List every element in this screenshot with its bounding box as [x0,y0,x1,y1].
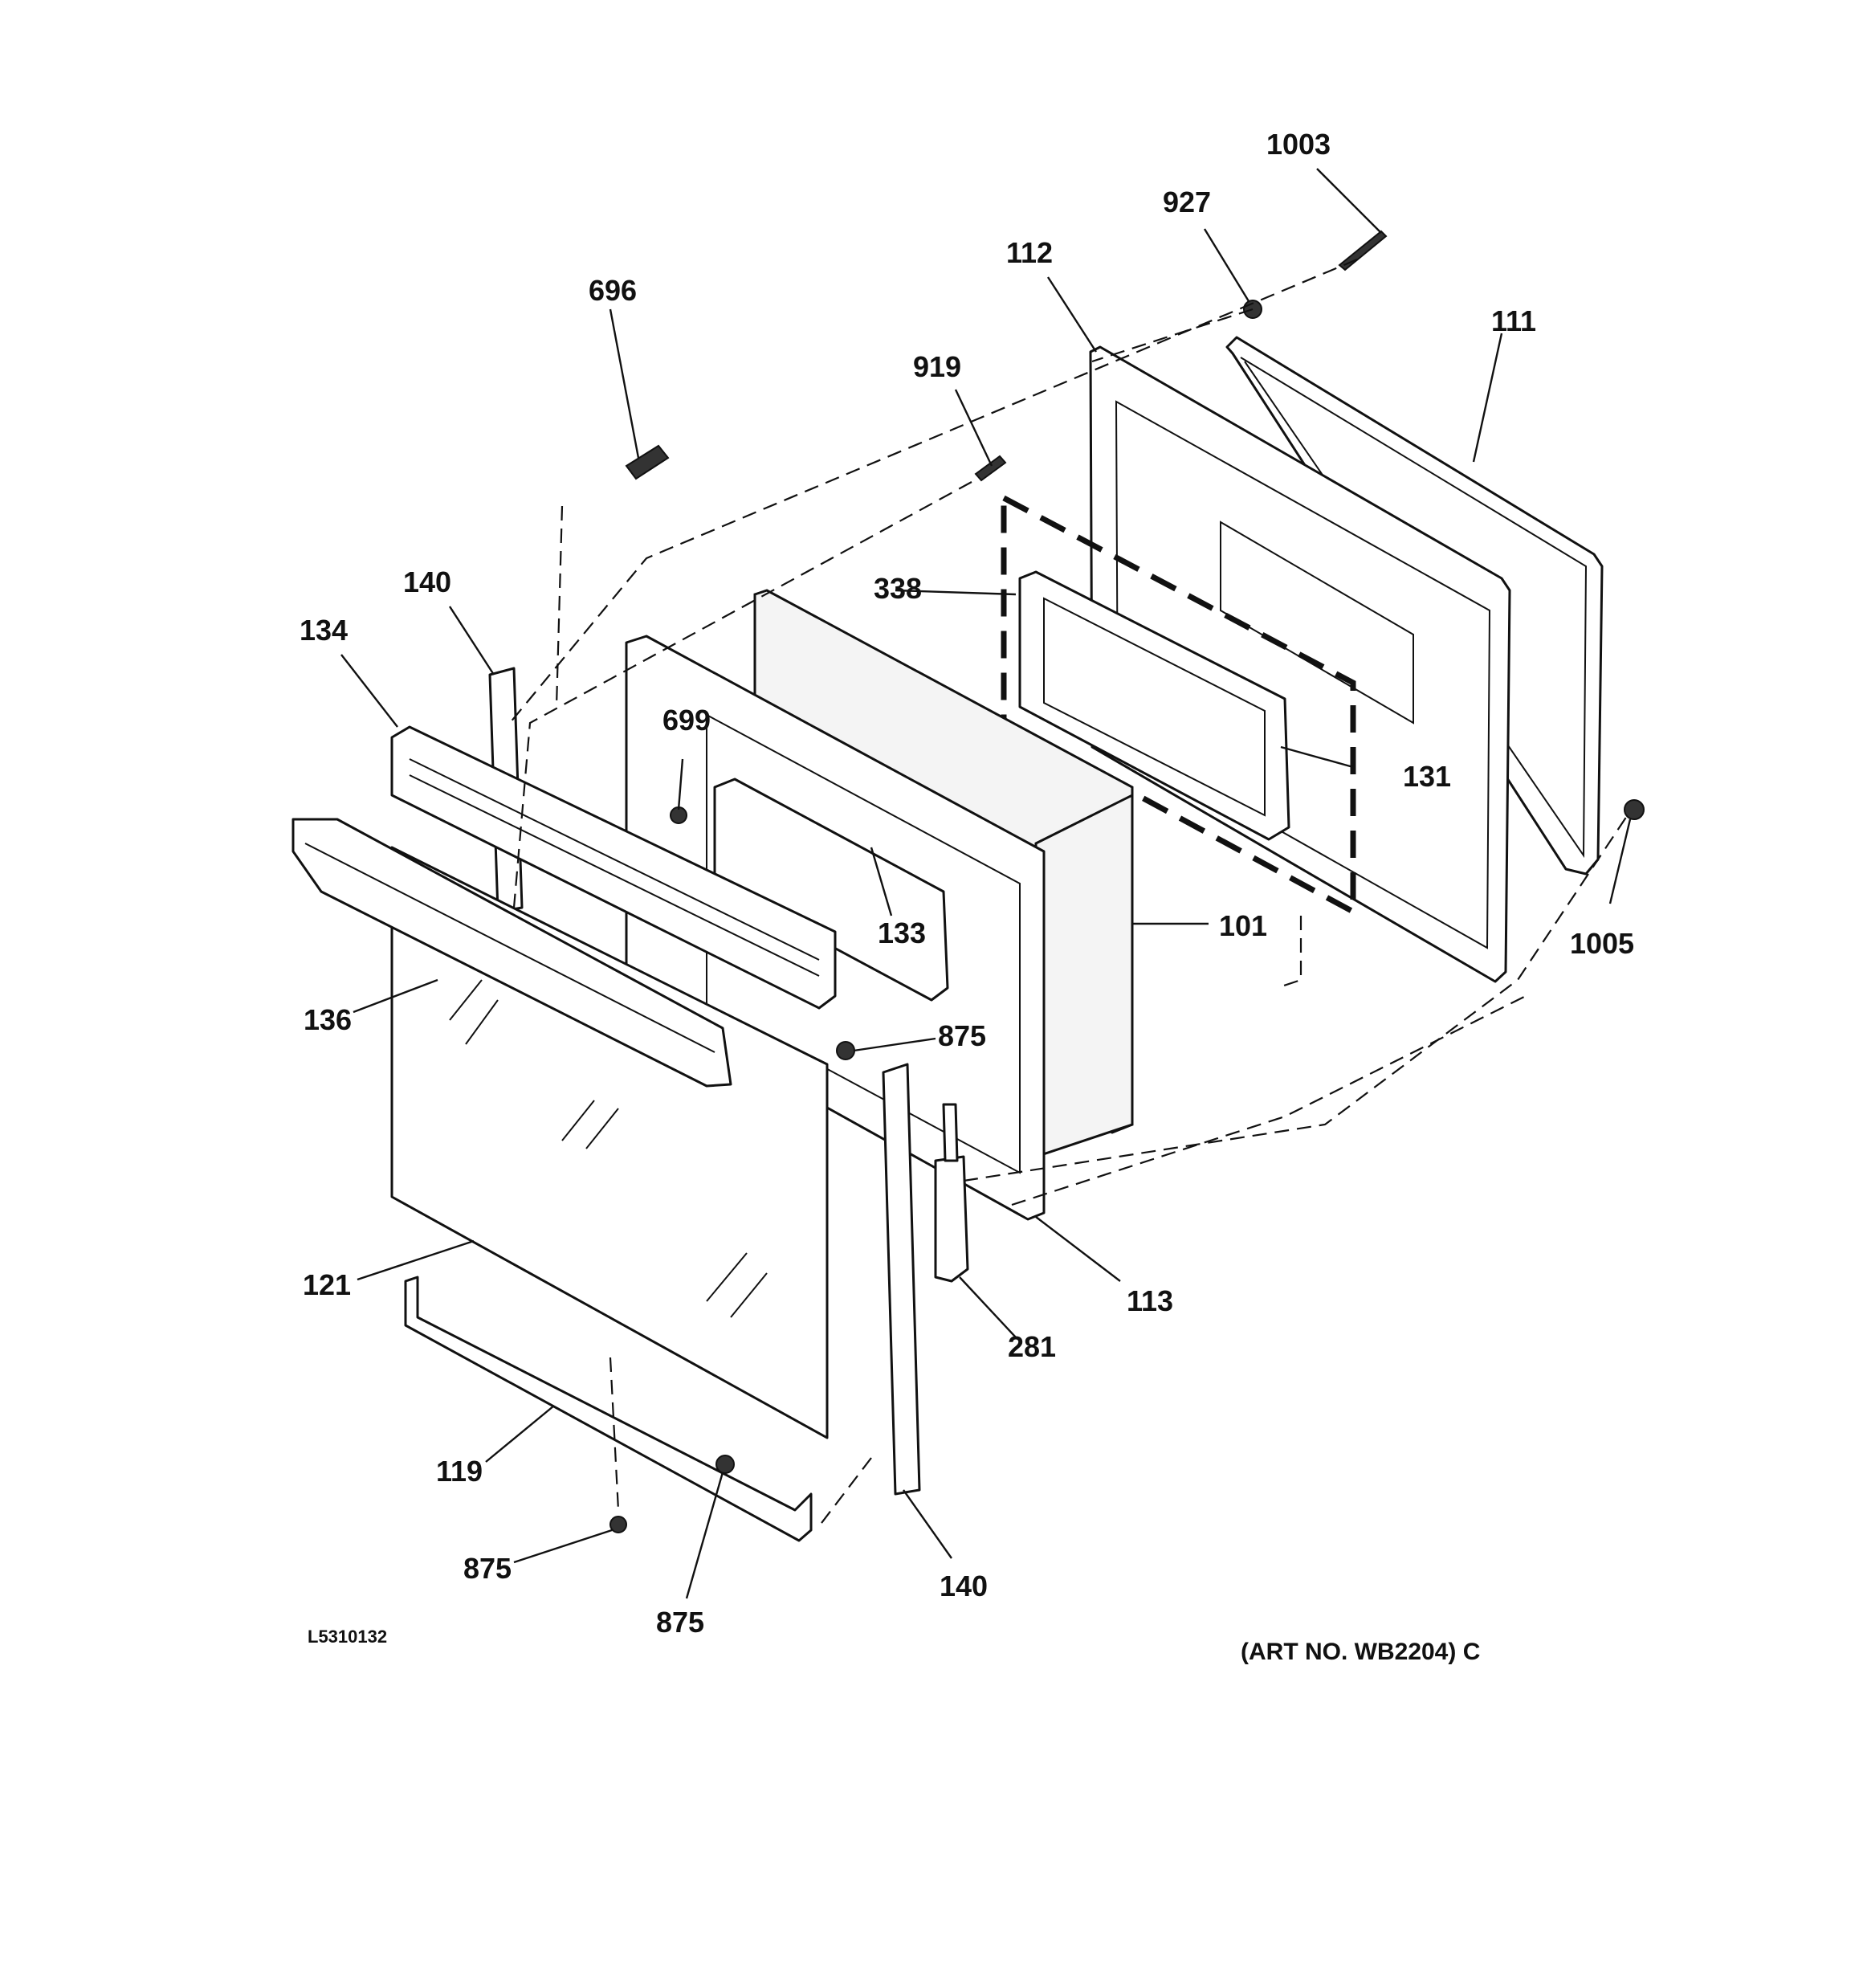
assembly-lines [509,258,1631,1527]
callout-113: 113 [1126,1284,1174,1317]
part-338-outline [1001,493,1356,916]
callout-696: 696 [588,274,638,307]
part-134-top-vent-trim [390,725,837,1010]
screw-875-right [836,1041,855,1060]
callout-121: 121 [302,1268,352,1301]
callout-140-bottom: 140 [939,1570,989,1602]
callout-101: 101 [1218,909,1268,942]
part-281-hinge [934,1103,969,1283]
callout-134: 134 [299,614,349,647]
callout-927: 927 [1162,186,1212,218]
callout-281: 281 [1007,1330,1057,1363]
part-119-bottom-trim [404,1276,813,1542]
callout-875-right: 875 [937,1019,987,1052]
part-136-door-handle [291,818,732,1088]
callout-1003: 1003 [1266,128,1331,161]
screw-919 [974,455,1007,482]
callout-875-bottom-left: 875 [463,1552,512,1585]
screw-875-bottom [715,1455,735,1474]
hardware-fasteners [609,230,1645,1533]
callout-136: 136 [303,1003,353,1036]
art-number: (ART NO. WB2204) C [1241,1639,1481,1665]
callout-119: 119 [435,1455,483,1488]
callout-133: 133 [877,916,927,949]
part-121-outer-glass [390,846,829,1439]
callout-338: 338 [873,572,923,605]
callout-1005: 1005 [1569,927,1635,960]
part-112-inner-door-liner [1089,345,1511,983]
callout-leaders [340,168,1632,1599]
screw-1003 [1338,230,1388,271]
callout-699: 699 [662,704,711,737]
callout-140-top: 140 [402,565,452,598]
callout-112: 112 [1005,236,1054,269]
drawing-id: L5310132 [308,1627,388,1647]
callout-875-bottom: 875 [655,1606,705,1639]
callout-111: 111 [1490,304,1537,337]
screw-696 [625,444,670,480]
callout-131: 131 [1402,760,1452,793]
screw-1005 [1624,799,1645,820]
screw-875-bottom-left [609,1516,627,1533]
part-140-right-trim [882,1063,921,1496]
part-131-window-pack [1018,570,1290,841]
callout-919: 919 [912,350,962,383]
